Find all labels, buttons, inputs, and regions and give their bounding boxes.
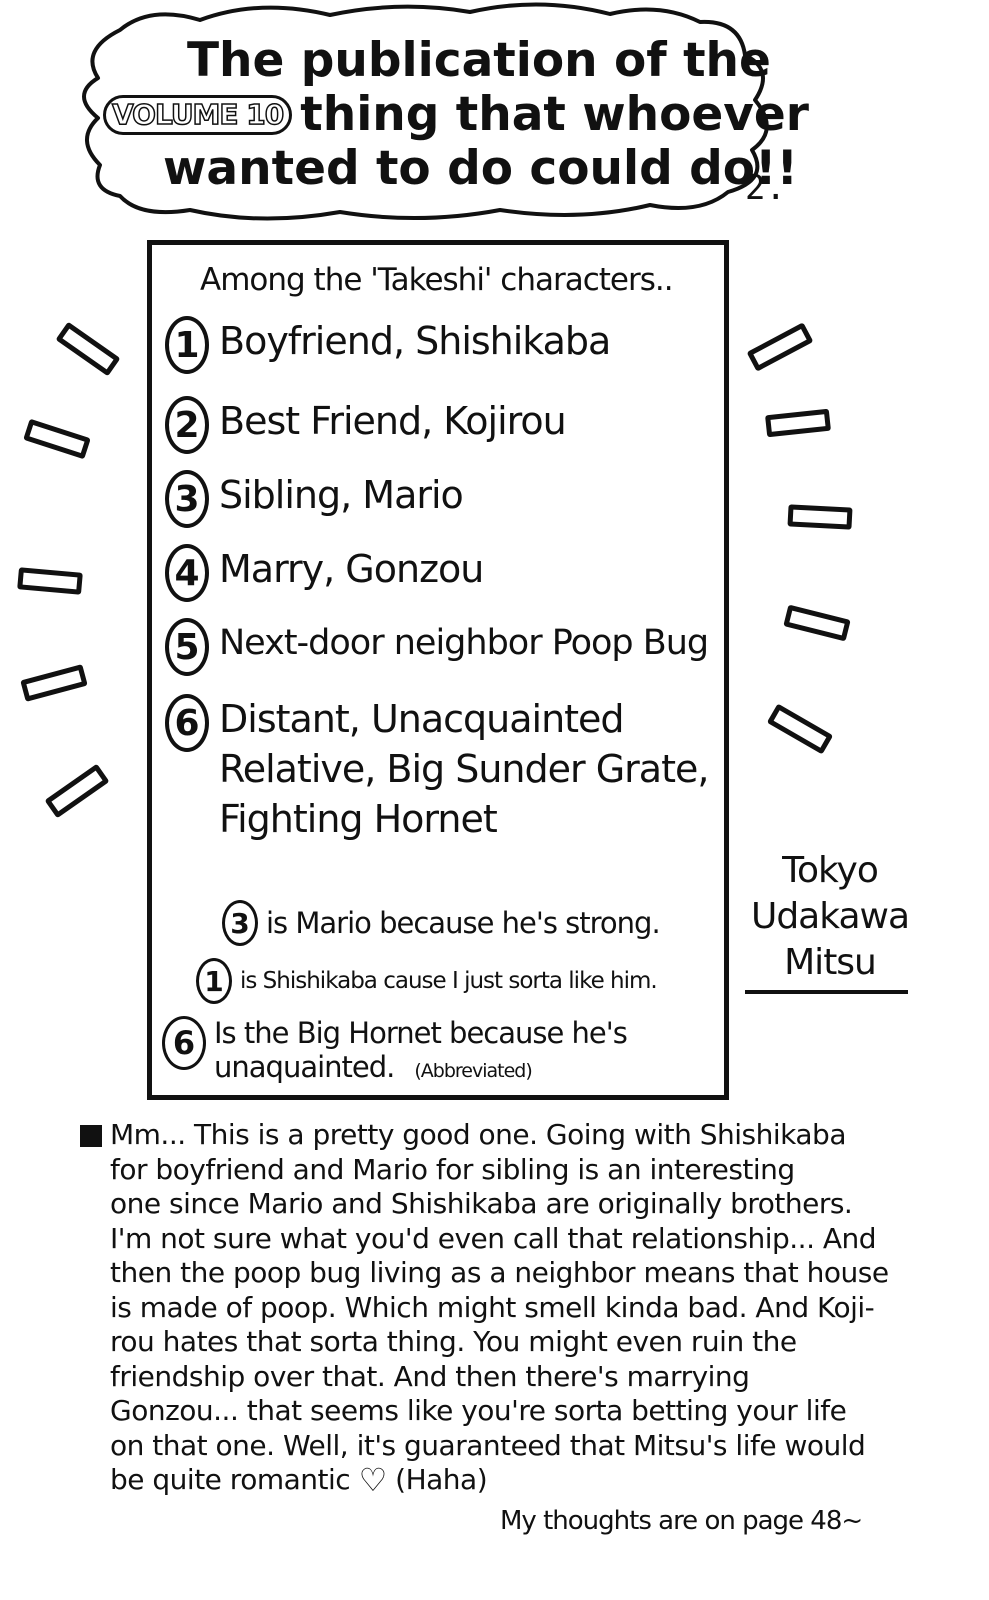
reason-text: is Shishikaba cause I just sorta like hi…: [240, 968, 658, 994]
list-item: 2 Best Friend, Kojirou: [165, 396, 567, 466]
list-item-line: Fighting Hornet: [219, 797, 498, 841]
burst-mark: [783, 604, 851, 642]
header-line-3: wanted to do could do!!: [163, 141, 798, 196]
list-item: 1 Boyfriend, Shishikaba: [165, 316, 611, 386]
burst-mark: [44, 763, 110, 819]
comment-line: rou hates that sorta thing. You might ev…: [110, 1325, 797, 1358]
author-line: Udakawa: [750, 896, 910, 937]
comment-laugh: (Haha): [395, 1463, 488, 1496]
reason-item: 6 Is the Big Hornet because he's unaquai…: [162, 1016, 628, 1088]
burst-mark: [20, 664, 88, 702]
reason-line: Is the Big Hornet because he's: [214, 1016, 628, 1050]
bullet-square-icon: [80, 1125, 102, 1147]
comment-line: Mm... This is a pretty good one. Going w…: [110, 1118, 846, 1151]
burst-mark: [17, 567, 83, 595]
list-item: 4 Marry, Gonzou: [165, 544, 484, 614]
list-item-line: Relative, Big Sunder Grate,: [219, 747, 709, 791]
volume-badge: VOLUME 10: [103, 95, 293, 135]
number-circle: 5: [165, 618, 209, 676]
number-circle: 3: [165, 470, 209, 528]
abbreviated-note: (Abbreviated): [414, 1060, 532, 1082]
comment-line: one since Mario and Shishikaba are origi…: [110, 1187, 853, 1220]
comment-line: on that one. Well, it's guaranteed that …: [110, 1428, 866, 1462]
list-item-text: Distant, Unacquainted Relative, Big Sund…: [219, 694, 709, 844]
author-line: Tokyo: [782, 850, 879, 891]
comment-line: is made of poop. Which might smell kinda…: [110, 1290, 875, 1324]
list-item: 6 Distant, Unacquainted Relative, Big Su…: [165, 694, 709, 854]
comment-line: friendship over that. And then there's m…: [110, 1359, 750, 1393]
burst-mark: [765, 408, 831, 438]
number-circle: 6: [165, 694, 209, 752]
number-circle: 3: [222, 900, 258, 946]
number-circle: 4: [165, 544, 209, 602]
editor-comment: Mm... This is a pretty good one. Going w…: [110, 1118, 960, 1498]
burst-mark: [766, 703, 834, 755]
reason-text: Is the Big Hornet because he's unaquaint…: [214, 1016, 628, 1088]
comment-line: I'm not sure what you'd even call that r…: [110, 1221, 877, 1255]
speech-cloud: [82, 2, 769, 221]
page-number: 2.: [745, 168, 786, 208]
header-line-1: The publication of the: [187, 33, 771, 88]
author-underline: [745, 990, 908, 994]
number-circle: 1: [196, 958, 232, 1004]
list-item: 5 Next-door neighbor Poop Bug: [165, 618, 709, 688]
heart-icon: ♡: [358, 1461, 388, 1499]
list-item-text: Marry, Gonzou: [219, 547, 484, 591]
reason-item: 1 is Shishikaba cause I just sorta like …: [196, 958, 658, 1004]
reason-text: is Mario because he's strong.: [266, 906, 661, 940]
submission-box: [147, 240, 729, 1100]
burst-mark: [55, 321, 121, 377]
list-item: 3 Sibling, Mario: [165, 470, 464, 540]
reason-item: 3 is Mario because he's strong.: [222, 900, 661, 946]
reason-line: unaquainted.: [214, 1050, 395, 1084]
number-circle: 1: [165, 316, 209, 374]
burst-mark: [746, 322, 814, 372]
list-item-text: Sibling, Mario: [219, 473, 464, 517]
list-item-text: Next-door neighbor Poop Bug: [219, 623, 709, 663]
comment-line: be quite romantic: [110, 1463, 351, 1496]
burst-mark: [787, 504, 853, 530]
list-item-text: Boyfriend, Shishikaba: [219, 319, 611, 363]
comment-line: for boyfriend and Mario for sibling is a…: [110, 1152, 795, 1186]
comment-line: then the poop bug living as a neighbor m…: [110, 1256, 889, 1289]
author-line: Mitsu: [784, 942, 877, 983]
burst-mark: [23, 418, 91, 460]
header-line-2: thing that whoever: [300, 87, 809, 142]
footer-note: My thoughts are on page 48~: [500, 1506, 863, 1536]
box-intro: Among the 'Takeshi' characters..: [200, 262, 674, 298]
list-item-line: Distant, Unacquainted: [219, 697, 625, 741]
number-circle: 6: [162, 1016, 206, 1070]
list-item-text: Best Friend, Kojirou: [219, 399, 567, 443]
comment-line: Gonzou... that seems like you're sorta b…: [110, 1394, 847, 1427]
number-circle: 2: [165, 396, 209, 454]
author-name: Tokyo Udakawa Mitsu: [745, 848, 915, 986]
